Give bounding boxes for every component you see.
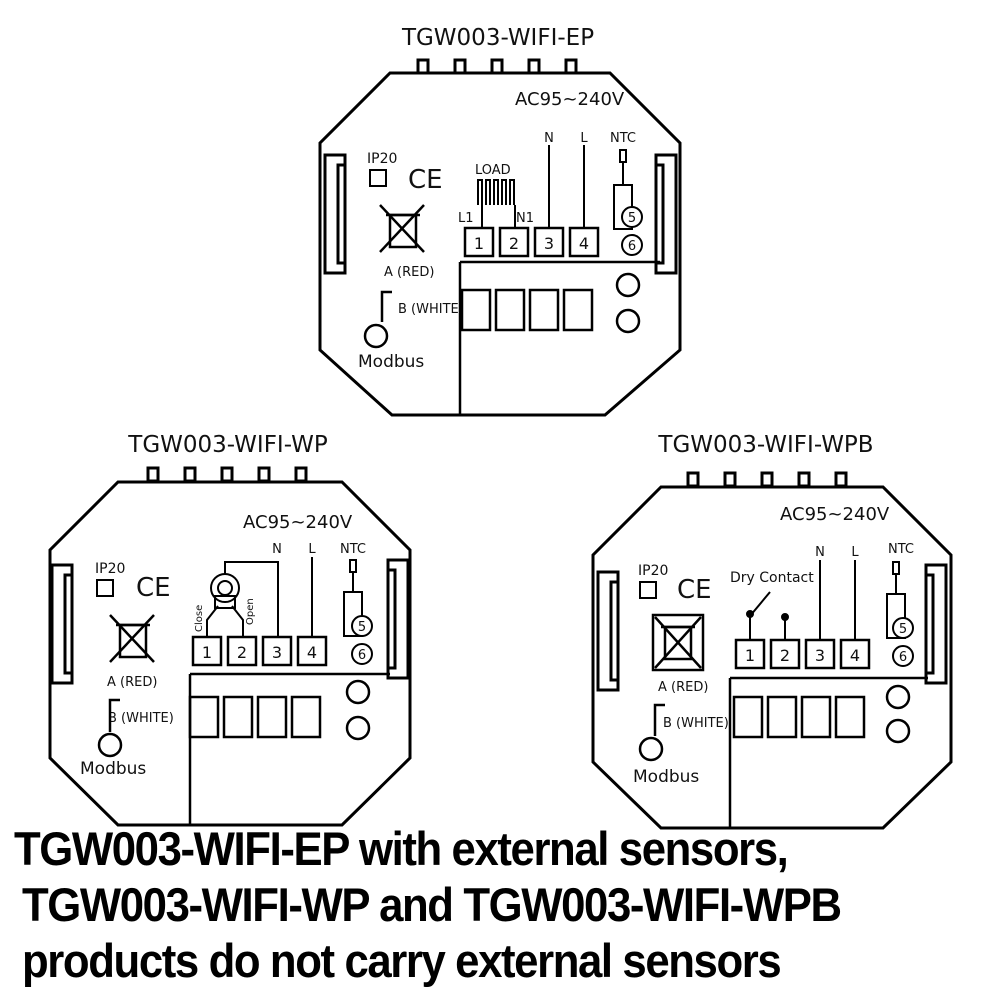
l-label: L — [308, 542, 316, 557]
ntc-terminal-6: 6 — [358, 648, 366, 663]
n1-label: N1 — [516, 211, 534, 226]
modbus-a-label: A (RED) — [658, 680, 708, 695]
terminal-4: 4 — [850, 646, 860, 665]
model-title: TGW003-WIFI-WPB — [657, 432, 873, 458]
voltage-label: AC95~240V — [780, 504, 890, 525]
l-label: L — [580, 131, 588, 146]
unit-wp: TGW003-WIFI-WP AC95~240V IP20 CE A (RED)… — [48, 432, 412, 827]
terminal-2: 2 — [780, 646, 790, 665]
voltage-label: AC95~240V — [243, 512, 353, 533]
ntc-terminal-5-ring — [351, 615, 373, 637]
modbus-connector-icon — [638, 703, 665, 762]
dry-contact-switch-icon — [746, 591, 789, 640]
open-label: Open — [245, 598, 256, 625]
ntc-probe-icon — [343, 559, 363, 637]
voltage-label: AC95~240V — [515, 89, 625, 110]
ntc-terminal-6-ring — [351, 643, 373, 665]
caption-line-2: TGW003-WIFI-WP and TGW003-WIFI-WPB — [22, 878, 842, 931]
model-title: TGW003-WIFI-EP — [401, 25, 594, 51]
ip-box-icon — [96, 579, 114, 597]
ntc-terminal-5: 5 — [628, 211, 636, 226]
close-label: Close — [194, 605, 205, 632]
load-label: LOAD — [475, 163, 511, 178]
ntc-terminal-5-ring — [892, 617, 914, 639]
modbus-a-label: A (RED) — [107, 675, 157, 690]
top-tabs — [146, 466, 308, 483]
device-body — [48, 480, 412, 827]
terminal-2: 2 — [509, 234, 519, 253]
n-label: N — [544, 131, 554, 146]
terminal-3: 3 — [544, 234, 554, 253]
ce-mark: CE — [136, 573, 171, 603]
terminal-1: 1 — [474, 234, 484, 253]
side-clips — [50, 558, 410, 685]
dry-contact-label: Dry Contact — [730, 570, 814, 586]
ip-box-icon — [639, 581, 657, 599]
ntc-terminal-6: 6 — [628, 239, 636, 254]
weee-bin-icon — [651, 613, 705, 672]
ntc-label: NTC — [340, 542, 366, 557]
ntc-terminal-5-ring — [621, 206, 643, 228]
terminal-block — [458, 260, 660, 415]
load-heater-icon — [477, 179, 516, 228]
terminal-4: 4 — [307, 643, 317, 662]
model-title: TGW003-WIFI-WP — [127, 432, 328, 458]
ntc-label: NTC — [610, 131, 636, 146]
ntc-terminal-6-ring — [621, 234, 643, 256]
modbus-label: Modbus — [633, 767, 699, 787]
ntc-label: NTC — [888, 542, 914, 557]
ip-rating: IP20 — [95, 561, 125, 577]
ntc-terminal-6-ring — [892, 645, 914, 667]
terminal-block — [728, 676, 928, 828]
ip-box-icon — [369, 169, 387, 187]
terminal-1: 1 — [202, 643, 212, 662]
unit-ep: TGW003-WIFI-EP AC95~240V IP20 CE A (RED)… — [318, 25, 682, 417]
modbus-label: Modbus — [80, 759, 146, 779]
modbus-connector-icon — [97, 698, 123, 758]
ip-rating: IP20 — [367, 151, 397, 167]
ntc-probe-icon — [886, 561, 906, 639]
terminal-4: 4 — [579, 234, 589, 253]
ntc-terminal-5: 5 — [358, 620, 366, 635]
caption: TGW003-WIFI-EP with external sensors, TG… — [0, 815, 1000, 1000]
modbus-b-label: B (WHITE) — [663, 716, 729, 731]
unit-wpb: TGW003-WIFI-WPB AC95~240V IP20 CE A (RED… — [591, 432, 953, 830]
modbus-b-label: B (WHITE) — [108, 711, 174, 726]
valve-actuator-icon — [206, 561, 279, 637]
terminal-1: 1 — [745, 646, 755, 665]
caption-line-3: products do not carry external sensors — [22, 934, 782, 987]
l-label: L — [851, 545, 859, 560]
ntc-terminal-6: 6 — [899, 650, 907, 665]
terminal-2: 2 — [237, 643, 247, 662]
top-tabs — [416, 58, 578, 75]
terminal-3: 3 — [815, 646, 825, 665]
side-clips — [596, 563, 948, 692]
modbus-b-label: B (WHITE) — [398, 302, 464, 317]
n-label: N — [272, 542, 282, 557]
modbus-a-label: A (RED) — [384, 265, 434, 280]
ce-mark: CE — [408, 165, 443, 195]
ntc-terminal-5: 5 — [899, 622, 907, 637]
n-label: N — [815, 545, 825, 560]
modbus-label: Modbus — [358, 352, 424, 372]
caption-line-1: TGW003-WIFI-EP with external sensors, — [14, 822, 789, 875]
ip-rating: IP20 — [638, 563, 668, 579]
top-tabs — [686, 471, 848, 488]
terminal-block — [188, 672, 390, 825]
modbus-connector-icon — [363, 290, 392, 349]
l1-label: L1 — [458, 211, 474, 226]
terminal-3: 3 — [272, 643, 282, 662]
weee-bin-icon — [379, 204, 425, 253]
ce-mark: CE — [677, 575, 712, 605]
weee-bin-icon — [109, 614, 155, 663]
